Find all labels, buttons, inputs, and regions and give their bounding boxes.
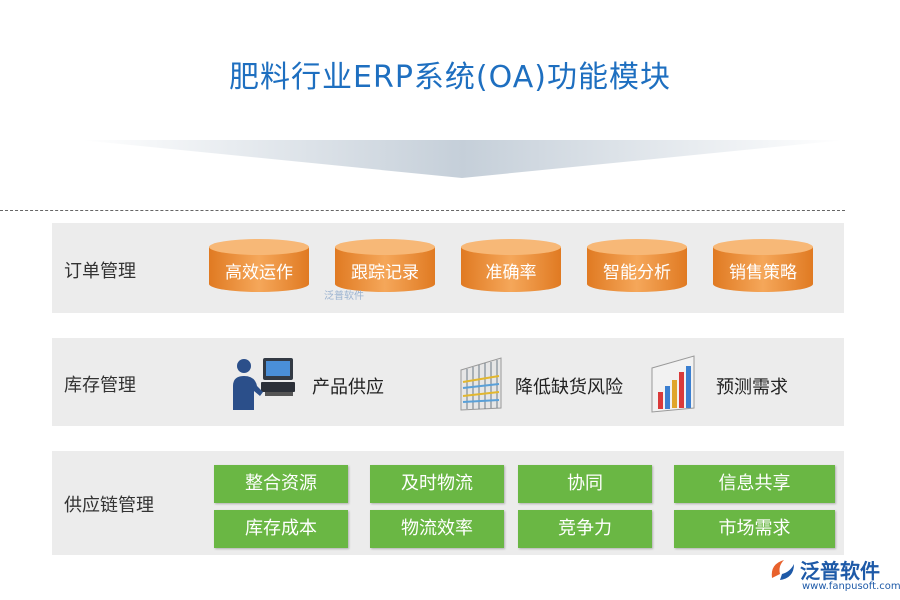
tag-inventory-cost: 库存成本	[214, 510, 348, 548]
tag-integrate-resources: 整合资源	[214, 465, 348, 503]
page-title: 肥料行业ERP系统(OA)功能模块	[229, 60, 671, 95]
cylinder-accuracy: 准确率	[459, 238, 563, 293]
cylinder-label: 销售策略	[729, 263, 797, 283]
stock-item-label: 预测需求	[716, 377, 788, 398]
stock-item-forecast-demand: 预测需求	[648, 352, 818, 414]
order-management-panel: 订单管理 高效运作 跟踪记录 准确率 智能分析	[52, 223, 844, 313]
chart-grid-icon	[460, 357, 502, 411]
stock-management-panel: 库存管理 产品供应	[52, 338, 844, 426]
tag-competitiveness: 竞争力	[518, 510, 652, 548]
computer-user-icon	[233, 358, 295, 410]
cylinder-label: 跟踪记录	[351, 263, 419, 283]
brand-logo: 泛普软件 www.fanpusoft.com	[768, 553, 900, 597]
cylinder-sales-strategy: 销售策略	[711, 238, 815, 293]
stock-item-product-supply: 产品供应	[227, 352, 407, 414]
tag-logistics-efficiency: 物流效率	[370, 510, 504, 548]
cylinder-label: 高效运作	[225, 263, 293, 283]
supply-chain-label: 供应链管理	[64, 495, 154, 516]
logo-mark-icon	[771, 560, 794, 580]
stock-management-label: 库存管理	[64, 375, 136, 396]
cylinder-efficient-operation: 高效运作	[207, 238, 311, 293]
tag-information-sharing: 信息共享	[674, 465, 835, 503]
dashed-divider	[0, 210, 845, 211]
supply-chain-panel: 供应链管理 整合资源 及时物流 协同 信息共享 库存成本 物流效率 竞争力 市场…	[52, 451, 844, 555]
cylinder-smart-analysis: 智能分析	[585, 238, 689, 293]
stock-item-label: 降低缺货风险	[515, 377, 623, 398]
tag-market-demand: 市场需求	[674, 510, 835, 548]
stock-item-label: 产品供应	[312, 377, 384, 398]
cylinder-label: 准确率	[485, 263, 537, 283]
funnel-arrow-graphic	[80, 140, 845, 178]
logo-name: 泛普软件	[800, 559, 880, 583]
watermark-text: 泛普软件	[324, 291, 364, 302]
cylinder-tracking-record: 跟踪记录	[333, 238, 437, 293]
cylinder-label: 智能分析	[603, 263, 671, 283]
order-management-label: 订单管理	[64, 261, 136, 282]
logo-url: www.fanpusoft.com	[802, 581, 900, 592]
tag-timely-logistics: 及时物流	[370, 465, 504, 503]
tag-collaboration: 协同	[518, 465, 652, 503]
stock-item-reduce-stockout-risk: 降低缺货风险	[457, 352, 657, 414]
bar-chart-icon	[651, 355, 695, 413]
